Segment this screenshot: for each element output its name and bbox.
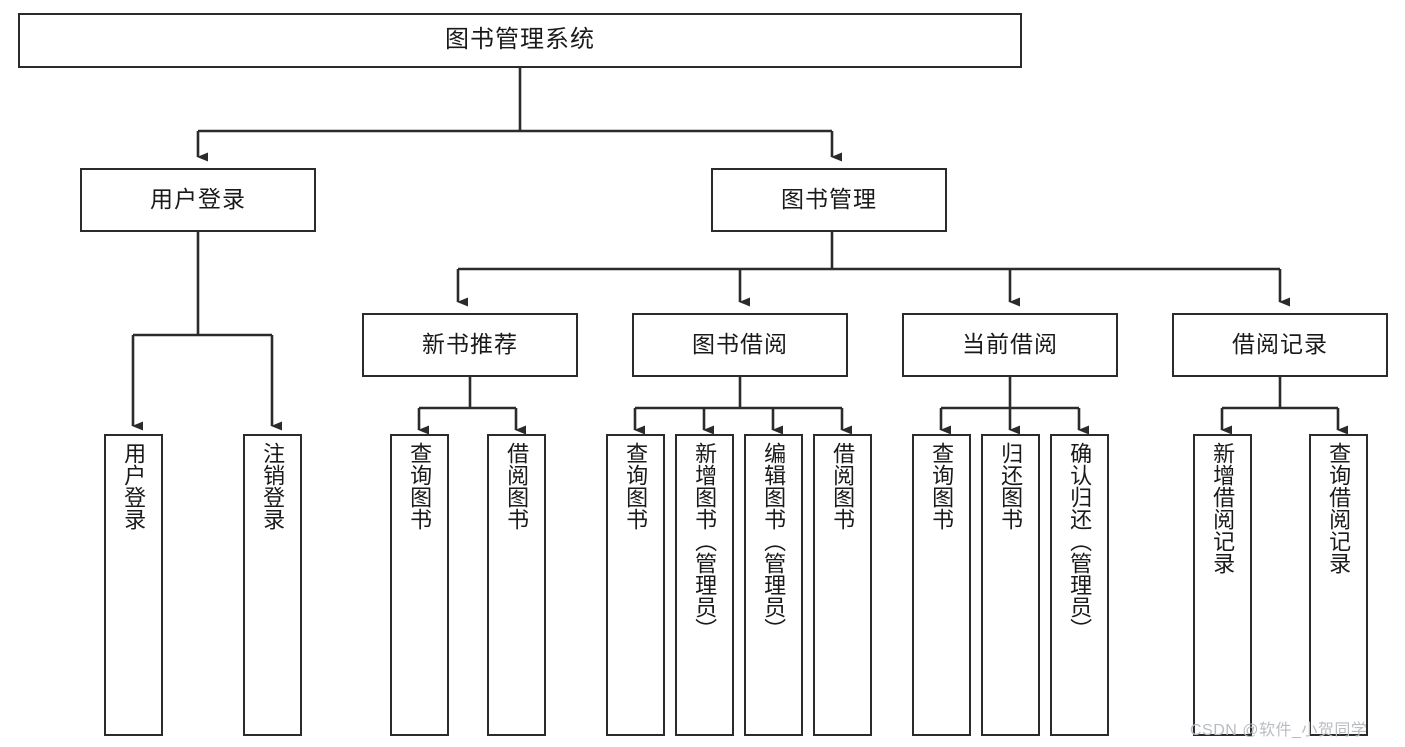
leaf-current-query-book[interactable]: 查询图书	[912, 434, 971, 736]
node-user-login[interactable]: 用户登录	[80, 168, 316, 232]
node-new-book-recommend-label: 新书推荐	[422, 331, 518, 358]
leaf-newbook-query-book-label: 查询图书	[407, 442, 433, 530]
node-user-login-label: 用户登录	[150, 186, 246, 213]
node-book-borrow-label: 图书借阅	[692, 331, 788, 358]
csdn-watermark: CSDN @软件_小贺同学	[1190, 722, 1368, 739]
leaf-newbook-borrow-book[interactable]: 借阅图书	[487, 434, 546, 736]
leaf-borrow-query-book-label: 查询图书	[623, 442, 649, 530]
leaf-borrow-add-book-admin[interactable]: 新增图书（管理员）	[675, 434, 734, 736]
node-book-management[interactable]: 图书管理	[711, 168, 947, 232]
leaf-borrow-borrow-book[interactable]: 借阅图书	[813, 434, 872, 736]
leaf-borrow-edit-book-admin[interactable]: 编辑图书（管理员）	[744, 434, 803, 736]
node-borrow-record[interactable]: 借阅记录	[1172, 313, 1388, 377]
leaf-current-confirm-return-admin-label: 确认归还（管理员）	[1067, 442, 1093, 640]
leaf-user-login[interactable]: 用户登录	[104, 434, 163, 736]
node-new-book-recommend[interactable]: 新书推荐	[362, 313, 578, 377]
leaf-newbook-query-book[interactable]: 查询图书	[390, 434, 449, 736]
leaf-current-return-book[interactable]: 归还图书	[981, 434, 1040, 736]
leaf-current-confirm-return-admin[interactable]: 确认归还（管理员）	[1050, 434, 1109, 736]
leaf-record-query-borrow-record-label: 查询借阅记录	[1326, 442, 1352, 574]
node-current-borrow[interactable]: 当前借阅	[902, 313, 1118, 377]
leaf-borrow-borrow-book-label: 借阅图书	[830, 442, 856, 530]
leaf-current-query-book-label: 查询图书	[929, 442, 955, 530]
leaf-borrow-edit-book-admin-label: 编辑图书（管理员）	[761, 442, 787, 640]
leaf-record-add-borrow-record-label: 新增借阅记录	[1210, 442, 1236, 574]
leaf-newbook-borrow-book-label: 借阅图书	[504, 442, 530, 530]
node-root[interactable]: 图书管理系统	[18, 13, 1022, 68]
node-borrow-record-label: 借阅记录	[1232, 331, 1328, 358]
leaf-user-login-label: 用户登录	[121, 442, 147, 530]
leaf-borrow-query-book[interactable]: 查询图书	[606, 434, 665, 736]
node-book-borrow[interactable]: 图书借阅	[632, 313, 848, 377]
leaf-record-query-borrow-record[interactable]: 查询借阅记录	[1309, 434, 1368, 736]
node-book-management-label: 图书管理	[781, 186, 877, 213]
node-root-label: 图书管理系统	[445, 26, 595, 54]
leaf-current-return-book-label: 归还图书	[998, 442, 1024, 530]
node-current-borrow-label: 当前借阅	[962, 331, 1058, 358]
leaf-logout[interactable]: 注销登录	[243, 434, 302, 736]
leaf-borrow-add-book-admin-label: 新增图书（管理员）	[692, 442, 718, 640]
leaf-logout-label: 注销登录	[260, 442, 286, 530]
leaf-record-add-borrow-record[interactable]: 新增借阅记录	[1193, 434, 1252, 736]
